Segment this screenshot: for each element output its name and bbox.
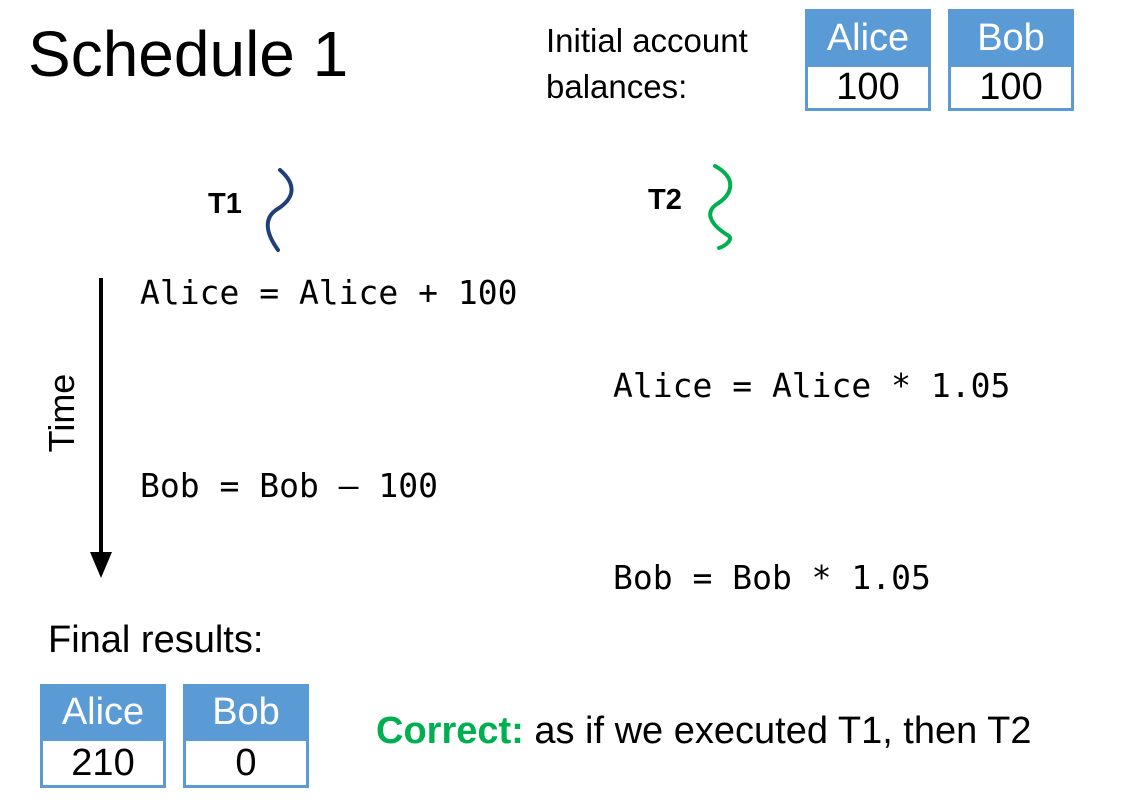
final-account-alice: Alice 210 [40, 684, 166, 788]
account-name: Bob [186, 687, 306, 738]
account-balance: 100 [951, 64, 1071, 108]
verdict-keyword: Correct: [376, 710, 524, 752]
initial-account-alice: Alice 100 [805, 9, 931, 111]
final-account-bob: Bob 0 [183, 684, 309, 788]
t2-thread-icon [708, 164, 733, 250]
account-balance: 100 [808, 64, 928, 108]
t2-label: T2 [648, 184, 682, 216]
t2-operation-1: Alice = Alice * 1.05 [613, 366, 1011, 405]
page-title: Schedule 1 [28, 18, 349, 90]
t1-thread-icon [265, 168, 294, 252]
final-results-label: Final results: [48, 619, 264, 661]
t1-operation-1: Alice = Alice + 100 [140, 273, 518, 312]
account-balance: 210 [43, 738, 163, 785]
t1-label: T1 [208, 188, 242, 220]
verdict-text: as if we executed T1, then T2 [523, 710, 1032, 752]
t1-operation-2: Bob = Bob – 100 [140, 466, 439, 505]
t2-operation-2: Bob = Bob * 1.05 [613, 558, 931, 597]
initial-balances-label: Initial account balances: [546, 22, 748, 105]
time-arrow [90, 278, 112, 578]
account-name: Alice [43, 687, 163, 738]
time-axis-label: Time [41, 373, 82, 453]
initial-account-bob: Bob 100 [948, 9, 1074, 111]
account-name: Bob [951, 12, 1071, 64]
account-name: Alice [808, 12, 928, 64]
verdict: Correct: as if we executed T1, then T2 [376, 706, 1032, 756]
account-balance: 0 [186, 738, 306, 785]
